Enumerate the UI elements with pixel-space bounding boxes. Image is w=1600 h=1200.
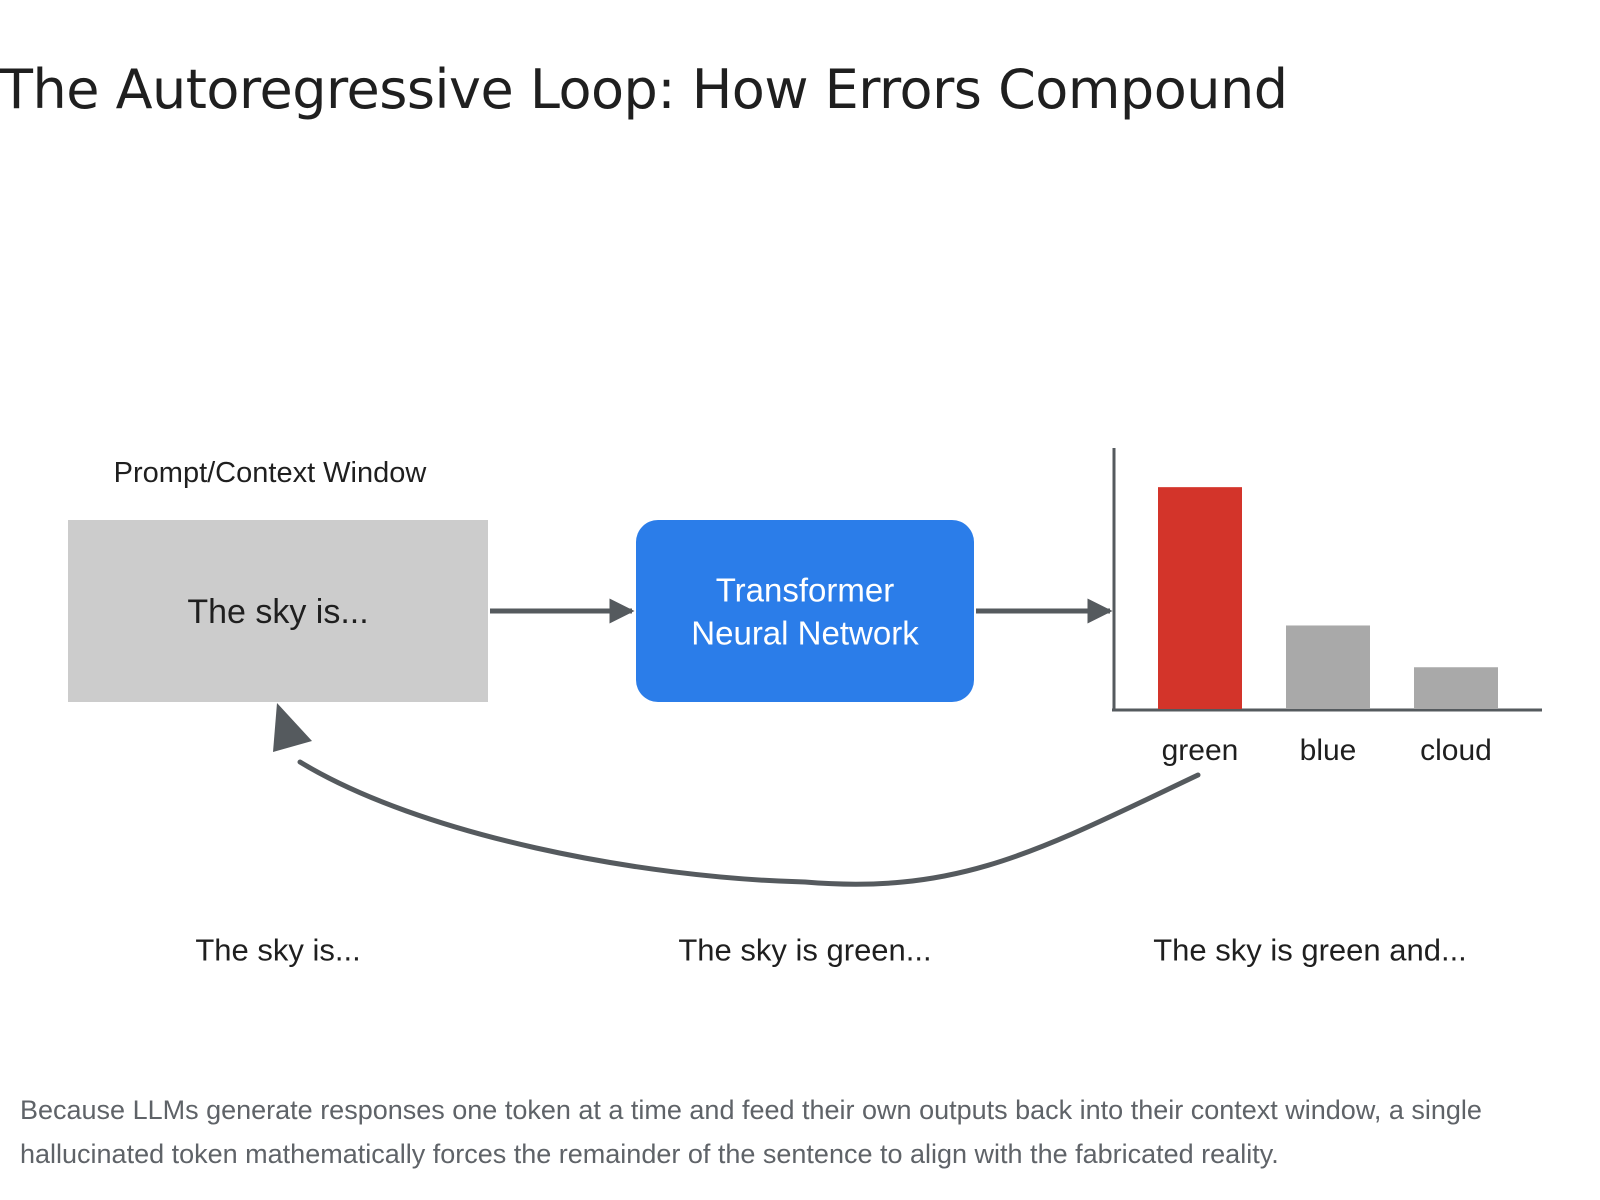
page-title: The Autoregressive Loop: How Errors Comp… [0,58,1288,121]
bar-blue [1286,625,1370,709]
bar-green [1158,487,1242,709]
bar-label-cloud: cloud [1420,734,1492,767]
stage-text-1: The sky is... [195,933,360,968]
context-window-text: The sky is... [187,593,368,631]
context-window-label: Prompt/Context Window [114,457,428,489]
bar-label-green: green [1162,734,1239,767]
transformer-box [636,520,974,702]
feedback-loop-arrow [297,759,1201,887]
bar-cloud [1414,667,1498,709]
transformer-label-line1: Transformer [716,572,894,609]
context-window-box [68,520,488,702]
caption: Because LLMs generate responses one toke… [20,1095,1482,1169]
stage-text-3: The sky is green and... [1153,933,1467,968]
token-probability-chart: green blue cloud [1112,448,1542,767]
stage-text-2: The sky is green... [678,933,931,968]
feedback-loop-arrowhead [273,703,312,752]
bar-label-blue: blue [1300,734,1357,767]
transformer-label-line2: Neural Network [691,615,919,652]
